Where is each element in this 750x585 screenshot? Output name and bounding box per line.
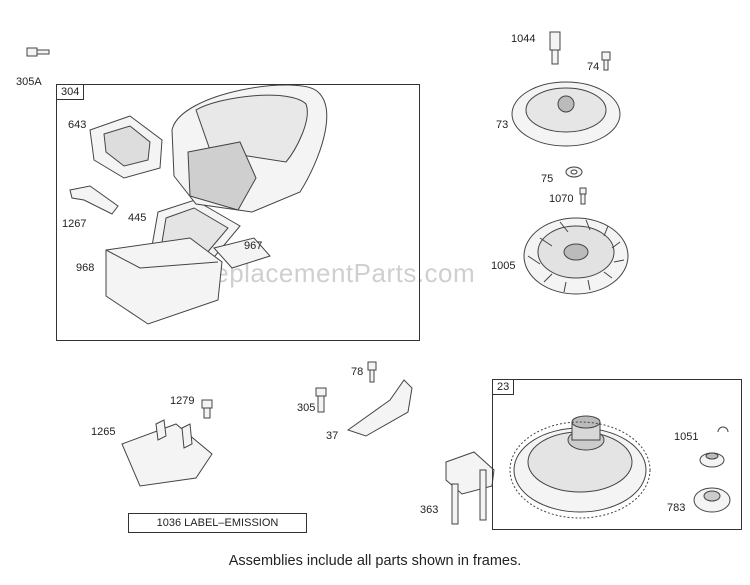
label-643[interactable]: 643 xyxy=(68,119,87,131)
part-305-screw xyxy=(315,387,327,413)
label-1265[interactable]: 1265 xyxy=(91,426,116,438)
frame-tag-304: 304 xyxy=(56,84,85,100)
label-73[interactable]: 73 xyxy=(496,119,509,131)
part-1051-clip xyxy=(717,426,729,433)
label-305A[interactable]: 305A xyxy=(16,76,42,88)
part-1005-fan xyxy=(523,217,629,295)
label-1279[interactable]: 1279 xyxy=(170,395,195,407)
part-23-flywheel xyxy=(509,415,651,519)
part-78-screw xyxy=(367,361,377,383)
part-1265-bracket xyxy=(121,419,213,487)
part-1051-washer xyxy=(699,452,725,468)
label-75[interactable]: 75 xyxy=(541,173,554,185)
label-1005[interactable]: 1005 xyxy=(491,260,516,272)
part-1279-screw xyxy=(201,399,213,419)
part-783-gear xyxy=(693,487,731,513)
label-445[interactable]: 445 xyxy=(128,212,147,224)
label-1267[interactable]: 1267 xyxy=(62,218,87,230)
part-37-guide xyxy=(346,379,413,437)
part-75-washer xyxy=(565,166,583,178)
label-783[interactable]: 783 xyxy=(667,502,686,514)
part-363-armature xyxy=(445,451,495,525)
label-37[interactable]: 37 xyxy=(326,430,339,442)
assembly-frame-304: 304 xyxy=(56,84,420,341)
emission-label-box: 1036 LABEL–EMISSION xyxy=(128,513,307,533)
part-73-screen xyxy=(511,81,621,147)
part-968-cover xyxy=(105,237,223,325)
caption: Assemblies include all parts shown in fr… xyxy=(228,553,522,569)
label-74[interactable]: 74 xyxy=(587,61,600,73)
label-363[interactable]: 363 xyxy=(420,504,439,516)
label-967[interactable]: 967 xyxy=(244,240,263,252)
part-305A-screw xyxy=(26,47,50,57)
frame-tag-23: 23 xyxy=(492,379,515,395)
part-blower-housing xyxy=(171,84,328,213)
part-74-screw xyxy=(601,51,611,71)
part-643-bracket xyxy=(89,115,163,179)
part-1044-screw xyxy=(549,31,561,65)
part-1070-screw xyxy=(579,187,587,205)
label-968[interactable]: 968 xyxy=(76,262,95,274)
label-305[interactable]: 305 xyxy=(297,402,316,414)
part-967-decal xyxy=(213,237,271,269)
label-1051[interactable]: 1051 xyxy=(674,431,699,443)
label-78[interactable]: 78 xyxy=(351,366,364,378)
part-1267-clip xyxy=(69,185,119,215)
label-1044[interactable]: 1044 xyxy=(511,33,536,45)
label-1070[interactable]: 1070 xyxy=(549,193,574,205)
assembly-frame-23: 23 xyxy=(492,379,742,530)
